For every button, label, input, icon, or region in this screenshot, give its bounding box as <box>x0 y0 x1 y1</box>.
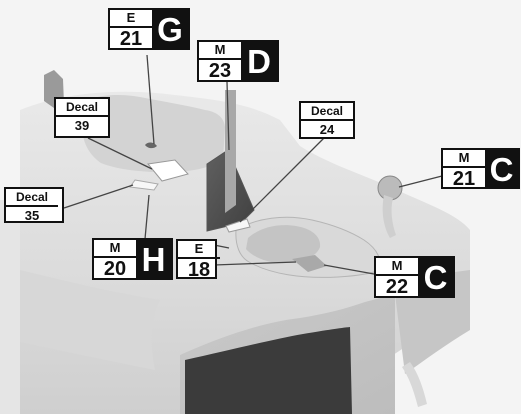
label-c-bottom-number: 22 <box>376 276 418 298</box>
label-decal-24-number: 24 <box>301 121 353 138</box>
label-c-bottom-letter: C <box>418 258 453 296</box>
label-e18-number: 18 <box>178 259 220 281</box>
label-h-number: 20 <box>94 258 136 280</box>
label-c-bottom: M 22 C <box>374 256 455 298</box>
label-h: M 20 H <box>92 238 173 280</box>
label-decal-24: Decal 24 <box>299 101 355 139</box>
label-e18: E 18 <box>176 239 217 279</box>
label-decal-39-number: 39 <box>56 117 108 136</box>
label-g-letter: G <box>152 10 188 48</box>
label-decal-39-tag: Decal <box>56 99 108 117</box>
label-decal-35-tag: Decal <box>6 189 58 207</box>
label-decal-35: Decal 35 <box>4 187 64 223</box>
label-d: M 23 D <box>197 40 279 82</box>
label-h-tag: M <box>94 240 136 258</box>
label-c-top-letter: C <box>485 150 518 187</box>
label-g-tag: E <box>110 10 152 28</box>
label-g-number: 21 <box>110 28 152 50</box>
label-d-number: 23 <box>199 60 241 82</box>
part-d-stem <box>225 90 236 213</box>
label-c-bottom-tag: M <box>376 258 418 276</box>
label-c-top-number: 21 <box>443 168 485 190</box>
label-decal-24-tag: Decal <box>301 103 353 121</box>
label-c-top: M 21 C <box>441 148 520 189</box>
label-decal-35-number: 35 <box>6 207 58 224</box>
label-decal-39: Decal 39 <box>54 97 110 138</box>
knob-part-c21 <box>378 176 402 200</box>
label-h-letter: H <box>136 240 171 278</box>
label-c-top-tag: M <box>443 150 485 168</box>
left-edge <box>0 200 20 414</box>
label-g: E 21 G <box>108 8 190 50</box>
label-e18-tag: E <box>178 241 220 259</box>
label-d-letter: D <box>241 42 277 80</box>
label-d-tag: M <box>199 42 241 60</box>
